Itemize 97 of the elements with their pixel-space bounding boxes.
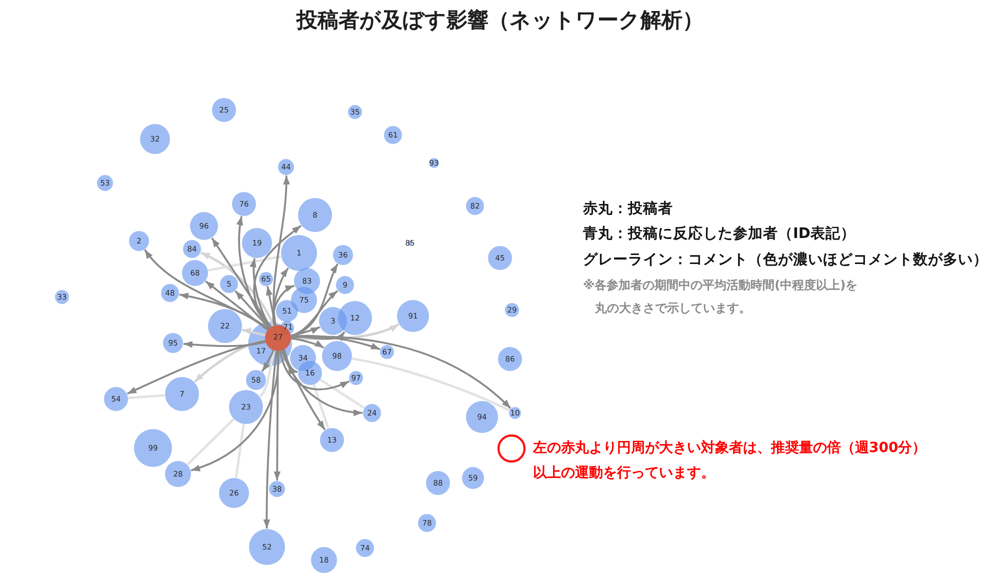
connector-line [208, 255, 282, 272]
participant-circle [229, 390, 263, 424]
participant-circle [505, 303, 519, 317]
participant-circle [220, 275, 238, 293]
legend-text: 左の赤丸より円周が大きい対象者は、推奨量の倍（週300分）以上の運動を行っています。 [533, 438, 928, 482]
chart-title: 投稿者が及ぼす影響（ネットワーク解析） [296, 7, 704, 34]
participant-circle [466, 401, 498, 433]
participant-circle [336, 276, 354, 294]
arrow [211, 238, 272, 328]
arrow [179, 292, 269, 330]
participant-circle [165, 461, 191, 487]
arrow [290, 326, 320, 337]
participant-circle [248, 322, 292, 366]
arrow [266, 286, 276, 326]
arrow [234, 290, 270, 330]
participant-circle [397, 300, 429, 332]
arrow [200, 252, 274, 326]
participant-circle [190, 212, 218, 240]
connector-line [259, 350, 276, 398]
arrow [290, 336, 512, 409]
participant-circle [426, 471, 450, 495]
arrow [290, 290, 338, 337]
arrow [272, 176, 290, 326]
participant-circle [466, 197, 484, 215]
participant-circle [298, 361, 322, 385]
participant-circle [380, 345, 394, 359]
participant-circle [291, 287, 317, 313]
connector-line [312, 384, 330, 428]
arrow [279, 350, 350, 390]
connector-line [128, 394, 165, 400]
participant-circle [319, 307, 347, 335]
arrow [290, 334, 380, 350]
participant-circle [165, 377, 199, 411]
key-text: 青丸：投稿に反応した参加者（ID表記） [583, 224, 856, 244]
participant-circle [219, 478, 249, 508]
participant-circle [298, 198, 332, 232]
arrow [263, 350, 278, 528]
participant-circle [349, 371, 363, 385]
participant-circle [311, 547, 337, 573]
participant-circle [356, 539, 374, 557]
participant-circle [281, 235, 317, 271]
arrow [272, 284, 295, 326]
note-text: ※各参加者の期間中の平均活動時間(中程度以上)を丸の大きさで示しています。 [583, 276, 859, 316]
arrow [281, 350, 363, 416]
participant-circle [462, 467, 484, 489]
key-text: 赤丸：投稿者 [583, 200, 673, 219]
arrow [283, 349, 298, 374]
connector-line [319, 378, 365, 409]
participant-circle [418, 514, 436, 532]
participant-circle [104, 387, 128, 411]
arrow [274, 351, 281, 480]
participant-circle [498, 347, 522, 371]
participant-circle [161, 284, 179, 302]
arrow [205, 280, 268, 331]
arrow [194, 339, 266, 383]
participant-circle [348, 105, 362, 119]
participant-circle [384, 126, 402, 144]
arrow [242, 328, 266, 336]
participant-circle [249, 529, 285, 565]
participant-circle [259, 272, 273, 286]
participant-circle [242, 228, 272, 258]
connector-line [352, 357, 510, 412]
arrow [190, 350, 280, 472]
arrow [250, 258, 272, 328]
participant-circle [290, 345, 316, 371]
participant-circle [97, 175, 113, 191]
participant-circle [363, 404, 381, 422]
arrow [126, 340, 266, 395]
arrow [183, 340, 266, 348]
participant-circle [246, 370, 266, 390]
participant-circle [183, 240, 201, 258]
arrow [290, 338, 324, 349]
participant-circle [129, 231, 149, 251]
participant-circle [212, 98, 236, 122]
arrow [253, 224, 302, 328]
participant-circle [278, 159, 294, 175]
participant-circle [55, 290, 69, 304]
participant-circle [134, 429, 172, 467]
connector-line [234, 424, 245, 478]
participant-circle [294, 268, 320, 294]
participant-circle [163, 333, 183, 353]
participant-circle [338, 301, 372, 335]
participant-circle [320, 428, 344, 452]
participant-circle [269, 481, 285, 497]
participant-circle [488, 246, 512, 270]
arrow [261, 350, 274, 372]
arrow [282, 350, 326, 430]
participant-circle [333, 245, 353, 265]
participant-circle [140, 124, 170, 154]
key-text: グレーライン：コメント（色が濃いほどコメント数が多い） [583, 250, 988, 270]
participant-circle [208, 309, 242, 343]
poster-circle [265, 325, 291, 351]
participant-circle [322, 341, 352, 371]
participant-circle [276, 300, 298, 322]
participant-circle [182, 260, 208, 286]
participant-circle [232, 192, 256, 216]
connector-line [186, 418, 235, 466]
